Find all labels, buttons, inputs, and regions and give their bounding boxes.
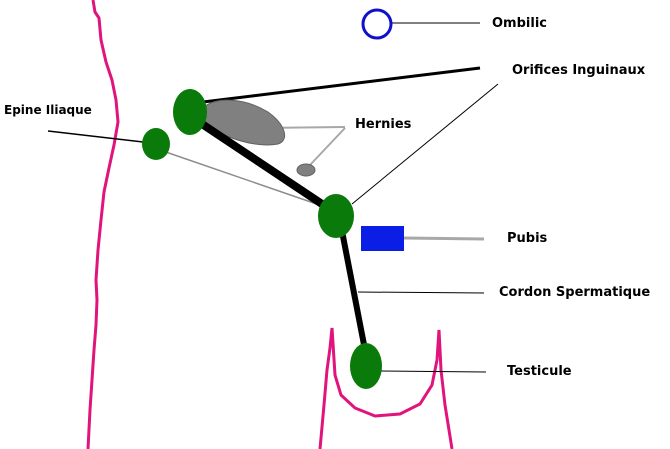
label-testicule: Testicule [507, 364, 572, 379]
pubis-block [361, 226, 404, 251]
hernia-small [296, 163, 316, 177]
label-ombilic: Ombilic [492, 16, 547, 31]
body-outline-left [86, 0, 120, 449]
label-hernies: Hernies [355, 117, 412, 132]
leader-line-cordon [357, 291, 485, 294]
leader-line-orifices-upper [202, 66, 481, 104]
inguinal-canal [190, 114, 337, 216]
label-orifices-inguinaux: Orifices Inguinaux [512, 63, 646, 78]
body-outline-scrotum [318, 327, 454, 449]
testicle [350, 343, 382, 389]
label-pubis: Pubis [507, 231, 548, 246]
iliac-spine-marker [142, 128, 170, 160]
leader-line-orifices-lower [351, 83, 499, 205]
ombilic-ring [361, 8, 393, 40]
leader-line-epine [47, 130, 144, 143]
leader-line-pubis [403, 236, 485, 241]
inguinal-ligament-line [159, 149, 335, 211]
leader-line-hernies-lower [309, 127, 346, 166]
leader-line-testicule [379, 370, 487, 373]
hernia-large [199, 99, 286, 146]
label-cordon-spermatique: Cordon Spermatique [499, 285, 650, 300]
label-epine-iliaque: Epine Iliaque [4, 103, 92, 117]
deep-inguinal-ring [173, 89, 207, 135]
spermatic-cord [338, 225, 369, 356]
superficial-inguinal-ring [318, 194, 354, 238]
